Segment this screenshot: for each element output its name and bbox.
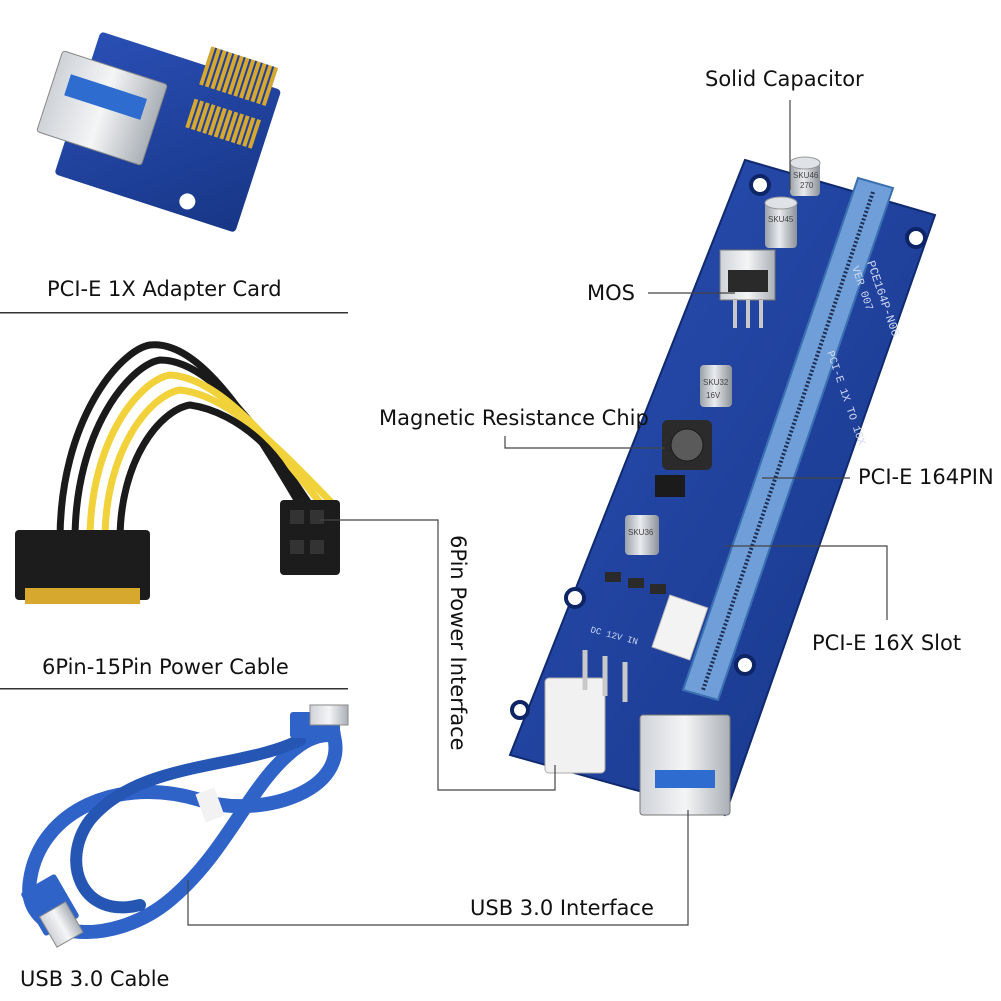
solid-capacitor <box>700 365 732 407</box>
usb-3-port <box>639 714 731 816</box>
leader-usb-interface <box>187 810 689 926</box>
solid-capacitor <box>625 515 659 555</box>
mount-hole <box>905 227 927 249</box>
adapter-card-gold-fingers-2 <box>185 98 262 149</box>
smd-diode <box>650 584 666 594</box>
capacitor-value: 270 <box>800 181 814 190</box>
usb-cable-label: USB 3.0 Cable <box>20 967 170 991</box>
mount-hole <box>749 174 771 196</box>
wire-black <box>116 401 304 541</box>
pcie-16x-slot-label: PCI-E 16X Slot <box>812 631 962 655</box>
pcie-164pin-label: PCI-E 164PIN <box>858 465 994 489</box>
usb-port-tongue <box>655 770 715 788</box>
six-pin-power-input <box>544 650 628 774</box>
solid-capacitor-label: Solid Capacitor <box>705 67 864 91</box>
capacitor-label: SKU32 <box>703 378 729 387</box>
magnetic-chip-label: Magnetic Resistance Chip <box>379 406 649 430</box>
wire-yellow <box>101 386 337 541</box>
capacitor-top <box>789 156 821 170</box>
mount-hole <box>510 700 530 720</box>
sata-power-connector <box>15 530 150 600</box>
adapter-card-hole <box>179 193 196 210</box>
ic-chip <box>655 475 685 497</box>
mount-hole <box>564 587 586 609</box>
capacitor-voltage: 16V <box>706 391 721 400</box>
adapter-card-rule <box>0 312 348 314</box>
adapter-card-usb-tongue <box>64 74 148 120</box>
capacitor-label: SKU36 <box>628 528 654 537</box>
power-input-housing <box>544 677 606 774</box>
usb-plug-metal <box>309 704 349 726</box>
solid-capacitor <box>790 160 820 196</box>
capacitor-label: SKU45 <box>768 215 794 224</box>
sata-connector-contacts <box>25 588 140 604</box>
six-pin-socket <box>290 540 304 554</box>
leader-pcie-16x-slot <box>725 545 888 620</box>
riser-board-image: PCE164P-N06 VER 007 PCI-E 1X TO 16X DC 1… <box>508 156 937 817</box>
six-pin-socket <box>290 510 304 524</box>
usb-interface-label: USB 3.0 Interface <box>470 896 654 920</box>
solid-capacitor-group <box>625 156 821 555</box>
mos-transistor <box>719 249 776 328</box>
mos-body <box>728 270 768 292</box>
capacitor-top <box>764 196 798 210</box>
inductor-coil <box>670 428 704 462</box>
mount-hole <box>734 654 756 676</box>
smd-diode <box>605 572 621 582</box>
capacitor-label: SKU46 <box>793 171 819 180</box>
leader-power-interface <box>320 519 556 791</box>
usb-cable-image <box>21 704 349 948</box>
six-pin-socket <box>310 510 324 524</box>
power-interface-label: 6Pin Power Interface <box>446 535 470 751</box>
usb-port-shell <box>639 714 731 816</box>
solid-capacitor <box>765 200 797 248</box>
adapter-card-image <box>36 32 281 232</box>
adapter-card-gold-fingers <box>199 46 279 106</box>
usb-cable-loop <box>22 718 343 940</box>
leader-magnetic-chip <box>504 436 665 449</box>
power-cable-rule <box>0 688 348 690</box>
usb-plug-2-metal <box>38 901 84 948</box>
cable-tie <box>195 787 225 823</box>
inductor-chip <box>662 420 712 470</box>
callout-lines <box>187 100 888 926</box>
usb-cable-loop-2 <box>70 734 306 914</box>
power-cable-image <box>15 341 340 604</box>
slot-latch <box>651 594 709 661</box>
mos-label: MOS <box>587 281 635 305</box>
smd-diode <box>628 578 644 588</box>
six-pin-socket <box>310 540 324 554</box>
power-cable-label: 6Pin-15Pin Power Cable <box>42 655 289 679</box>
adapter-card-label: PCI-E 1X Adapter Card <box>47 277 282 301</box>
